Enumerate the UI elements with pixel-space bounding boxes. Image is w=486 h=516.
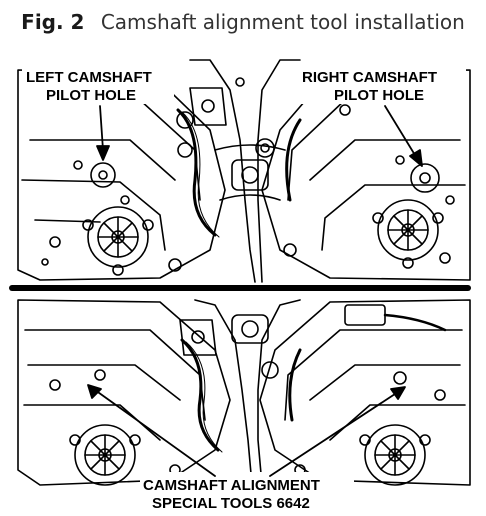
bottom-panel	[17, 299, 471, 486]
right-alignment-tool	[359, 424, 431, 486]
right-cylinder-head-bottom	[259, 299, 471, 486]
left-alignment-tool	[69, 424, 141, 486]
tools-label-line2: SPECIAL TOOLS 6642	[152, 495, 310, 512]
figure-number: Fig. 2	[21, 10, 85, 34]
engine-diagram: LEFT CAMSHAFT PILOT HOLE RIGHT CAMSHAFT …	[9, 59, 471, 512]
right-camshaft-label-line2: PILOT HOLE	[334, 87, 424, 104]
left-pilot-hole-top	[90, 162, 116, 188]
figure-caption: Fig. 2 Camshaft alignment tool installat…	[0, 10, 486, 34]
right-camshaft-sprocket-top	[372, 199, 444, 269]
right-pilot-hole-top	[410, 163, 440, 193]
left-camshaft-label-line2: PILOT HOLE	[46, 87, 136, 104]
left-cylinder-head-bottom	[17, 299, 231, 486]
left-camshaft-label-line1: LEFT CAMSHAFT	[26, 69, 152, 86]
right-camshaft-label-line1: RIGHT CAMSHAFT	[302, 69, 437, 86]
tools-label-line1: CAMSHAFT ALIGNMENT	[143, 477, 320, 494]
left-camshaft-sprocket-top	[82, 206, 154, 276]
figure-title: Camshaft alignment tool installation	[100, 10, 465, 34]
leader-lines	[87, 105, 423, 477]
